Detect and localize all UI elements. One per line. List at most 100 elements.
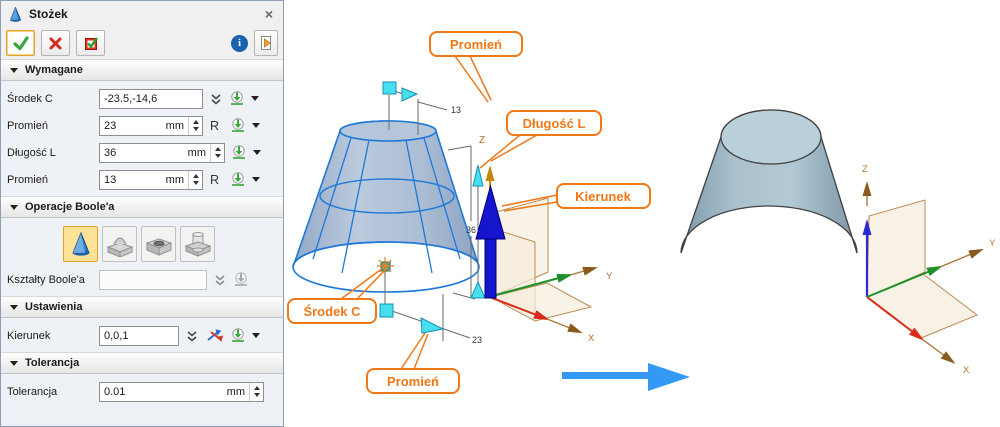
- expand-chevrons-icon[interactable]: [185, 329, 199, 343]
- reuse-value-icon-disabled: [233, 272, 249, 287]
- expand-chevrons-icon[interactable]: [209, 92, 223, 106]
- unit-label: mm: [165, 173, 184, 186]
- section-header-ustawienia[interactable]: Ustawienia: [1, 296, 283, 318]
- dropdown-caret-icon[interactable]: [252, 177, 261, 182]
- reuse-value-icon[interactable]: [230, 328, 246, 343]
- unit-label: mm: [226, 385, 245, 398]
- result-cone[interactable]: [680, 109, 858, 254]
- field-value: -23.5,-14,6: [104, 92, 158, 105]
- ok-button[interactable]: [6, 30, 35, 56]
- spinner[interactable]: [188, 170, 202, 189]
- cone-icon: [9, 6, 22, 22]
- length-base-handle[interactable]: [470, 280, 486, 299]
- spinner[interactable]: [210, 143, 224, 162]
- preview-view: 13 36 Z Y X: [287, 31, 651, 394]
- spinner[interactable]: [188, 116, 202, 135]
- top-radius-dim-text: 13: [451, 105, 461, 115]
- flip-direction-icon[interactable]: [205, 328, 224, 343]
- check-icon: [12, 36, 29, 51]
- section-header-wymagane[interactable]: Wymagane: [1, 59, 283, 81]
- x-icon: [49, 37, 62, 49]
- section-label: Tolerancja: [25, 357, 80, 369]
- section-ustawienia: Kierunek 0,0,1: [1, 318, 283, 352]
- reuse-value-icon[interactable]: [230, 118, 246, 133]
- promien-1-input[interactable]: 23 mm: [99, 115, 203, 136]
- section-header-tolerancja[interactable]: Tolerancja: [1, 352, 283, 374]
- expand-chevrons-icon[interactable]: [213, 273, 227, 287]
- length-handle-arrow[interactable]: [472, 164, 484, 187]
- field-label: Długość L: [7, 146, 56, 159]
- unit-label: mm: [165, 119, 184, 132]
- x-axis-extension: [546, 318, 583, 334]
- callout-center: Środek C: [287, 298, 377, 324]
- row-kierunek: Kierunek 0,0,1: [1, 322, 283, 349]
- reuse-value-icon[interactable]: [229, 91, 245, 106]
- reuse-value-icon[interactable]: [230, 172, 246, 187]
- length-dim-text: 36: [466, 225, 476, 235]
- y-axis-label: Y: [606, 271, 613, 282]
- field-label: Kierunek: [7, 329, 51, 342]
- row-dlugosc: Długość L 36 mm: [1, 139, 283, 166]
- field-label: Kształty Boole'a: [7, 273, 85, 286]
- apply-button[interactable]: [76, 30, 105, 56]
- dropdown-caret-icon[interactable]: [252, 333, 260, 338]
- top-radius-handle-box[interactable]: [382, 81, 397, 95]
- x-axis-label: X: [963, 365, 970, 376]
- dropdown-caret-icon[interactable]: [252, 123, 261, 128]
- section-label: Ustawienia: [25, 301, 83, 313]
- dlugosc-input[interactable]: 36 mm: [99, 142, 225, 163]
- preview-cone[interactable]: [292, 120, 480, 293]
- boolean-intersect-button[interactable]: [180, 226, 215, 262]
- collapse-triangle-icon: [10, 360, 18, 366]
- svg-text:Promień: Promień: [387, 374, 439, 389]
- z-axis-label: Z: [479, 135, 485, 146]
- cancel-button[interactable]: [41, 30, 70, 56]
- info-button[interactable]: i: [231, 34, 248, 52]
- field-value: 0.01: [104, 385, 126, 398]
- bottom-radius-handle-box[interactable]: [379, 303, 394, 318]
- collapse-triangle-icon: [10, 304, 18, 310]
- field-label: Tolerancja: [7, 385, 58, 398]
- prompt-button[interactable]: [254, 30, 278, 56]
- boolean-base-button[interactable]: [63, 226, 98, 262]
- reference-toggle[interactable]: R: [210, 172, 220, 187]
- tolerancja-input[interactable]: 0.01 mm: [99, 381, 264, 402]
- dialog-titlebar[interactable]: Stożek ×: [1, 1, 283, 27]
- section-wymagane: Środek C -23.5,-14,6 Promień 23 mm: [1, 81, 283, 196]
- bottom-radius-handle-arrow[interactable]: [420, 317, 445, 334]
- kierunek-input[interactable]: 0,0,1: [99, 325, 179, 346]
- top-radius-handle-arrow[interactable]: [401, 87, 419, 102]
- boolean-add-button[interactable]: [102, 226, 137, 262]
- callout-direction: Kierunek: [556, 183, 651, 209]
- promien-2-input[interactable]: 13 mm: [99, 169, 203, 190]
- y-axis-label: Y: [989, 238, 996, 249]
- collapse-triangle-icon: [10, 204, 18, 210]
- reference-toggle[interactable]: R: [210, 118, 220, 133]
- result-view: Z Y X: [680, 109, 996, 376]
- reuse-value-icon[interactable]: [231, 145, 247, 160]
- z-axis-label: Z: [862, 164, 868, 175]
- section-header-boole[interactable]: Operacje Boole'a: [1, 196, 283, 218]
- dialog-title: Stożek: [29, 7, 68, 21]
- section-tolerancja: Tolerancja 0.01 mm: [1, 374, 283, 425]
- row-ksztalty: Kształty Boole'a: [1, 266, 283, 293]
- direction-arrow[interactable]: [475, 184, 506, 299]
- field-value: 36: [104, 146, 117, 159]
- field-value: 0,0,1: [104, 329, 129, 342]
- cone-base-icon: [71, 231, 90, 256]
- boolean-remove-button[interactable]: [141, 226, 176, 262]
- srodek-c-input[interactable]: -23.5,-14,6: [99, 88, 203, 109]
- collapse-triangle-icon: [10, 67, 18, 73]
- dropdown-caret-icon[interactable]: [253, 150, 261, 155]
- dropdown-caret-icon[interactable]: [251, 96, 259, 101]
- close-icon[interactable]: ×: [264, 6, 273, 22]
- row-promien-1: Promień 23 mm R: [1, 112, 283, 139]
- ksztalty-input[interactable]: [99, 269, 207, 290]
- section-boole: Kształty Boole'a: [1, 218, 283, 296]
- field-value: 13: [104, 173, 117, 186]
- spinner[interactable]: [249, 382, 263, 401]
- bottom-radius-dim-text: 23: [472, 335, 482, 345]
- result-arrow: [562, 363, 690, 391]
- remove-shape-icon: [145, 238, 172, 256]
- y-axis-extension: [939, 248, 984, 268]
